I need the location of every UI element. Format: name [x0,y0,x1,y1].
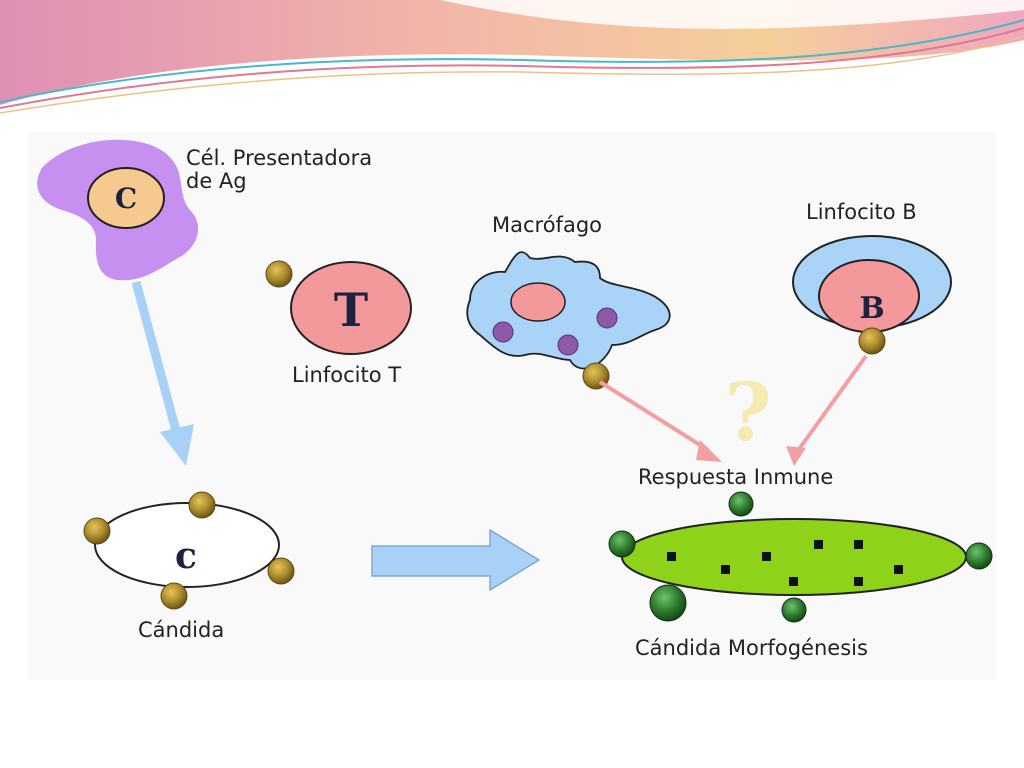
candida-antigen [188,491,216,519]
b-antigen [858,327,886,355]
t-antigen [265,260,293,288]
morph-dot [814,540,823,549]
candida-morphogenesis [608,491,993,623]
morphogenesis-arrow [371,528,541,592]
morph-dot [721,565,730,574]
morph-dot [854,577,863,586]
candida-letter: c [175,535,197,577]
b-letter: B [859,291,884,326]
antigen-presenting-cell: C [37,139,199,281]
apc-nucleus [87,167,165,229]
morph-dot [854,540,863,549]
b-label: Linfocito B [806,200,917,224]
morph-spore [965,542,993,570]
macrophage-to-response-arrow [598,380,722,462]
macrophage-label: Macrófago [492,213,602,237]
morph-spore [781,597,807,623]
candida-body [94,502,280,588]
morph-dot [789,577,798,586]
b-lymphocyte: B [792,235,952,355]
macrophage-granule [492,321,514,343]
question-mark: ? [725,365,772,459]
candida-antigen [267,557,295,585]
header-banner [0,0,1024,114]
morph-dot [894,565,903,574]
candida-antigen [83,517,111,545]
apc-letter: C [115,182,137,215]
macrophage-nucleus [510,282,566,322]
morph-spore [608,530,636,558]
candida: c [83,491,295,610]
morph-spore [649,584,687,622]
apc-label-line1: Cél. Presentadora [186,146,372,170]
t-lymphocyte: T [265,260,412,355]
t-label: Linfocito T [292,363,401,387]
immune-response-label: Respuesta Inmune [638,465,833,489]
macrophage-granule [596,307,618,329]
candida-antigen [160,582,188,610]
morph-dot [762,552,771,561]
t-cell-body [290,261,412,355]
b-to-response-arrow [786,354,868,466]
apc-label-line2: de Ag [186,169,247,193]
morph-spore [728,491,754,517]
candida-label: Cándida [138,618,224,642]
apc-to-candida-arrow [131,280,194,466]
t-letter: T [334,283,368,337]
macrophage [466,251,671,390]
morphogenesis-label: Cándida Morfogénesis [635,636,868,660]
macrophage-body [466,251,671,370]
morph-dot [667,552,676,561]
macrophage-granule [557,334,579,356]
